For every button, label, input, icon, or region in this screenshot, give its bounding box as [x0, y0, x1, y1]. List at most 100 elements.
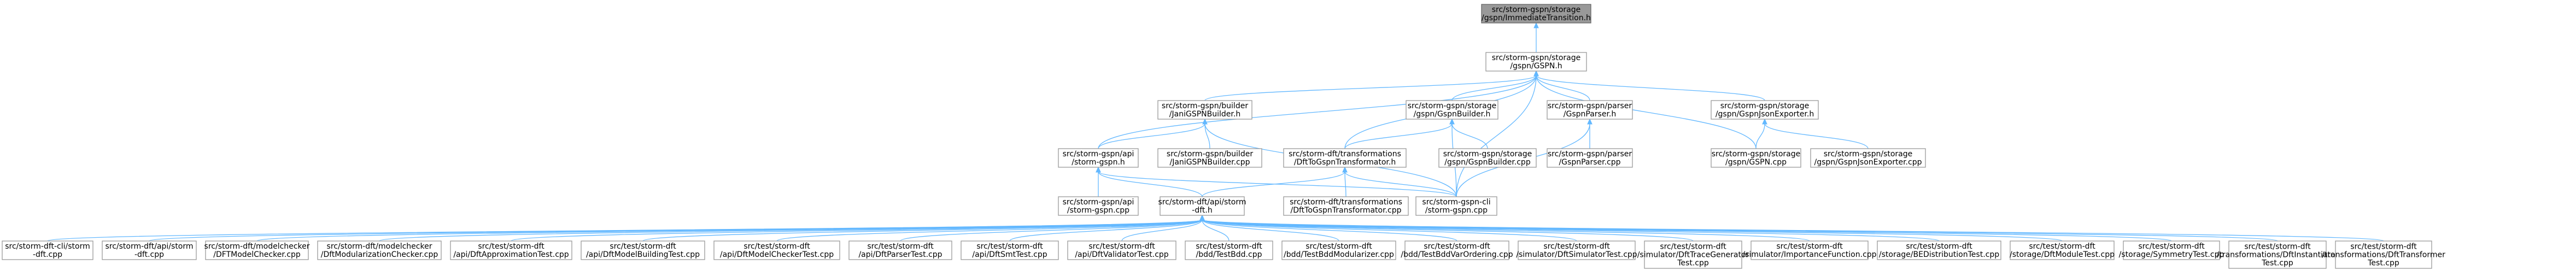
dependency-edge [1536, 75, 1757, 149]
node-box [1547, 100, 1633, 120]
node-label: src/storm-gspn/api [1063, 198, 1134, 207]
node-box [581, 240, 705, 260]
dependency-edge [1764, 123, 1869, 149]
node-label: /storage/BEDistributionTest.cpp [1879, 250, 1999, 259]
node-box [1810, 148, 1926, 168]
node-box [1283, 148, 1407, 168]
node-label: src/storm-gspn/builder [1162, 102, 1248, 110]
graph-node[interactable]: src/storm-gspn/api/storm-gspn.cpp [1058, 196, 1139, 216]
node-label: /storm-gspn.h [1072, 158, 1125, 167]
graph-node[interactable]: src/storm-gspn/storage/gspn/GspnJsonExpo… [1711, 100, 1819, 120]
edge-arrowhead [1533, 22, 1539, 28]
graph-node[interactable]: src/test/storm-dft/simulator/DftSimulato… [1516, 240, 1637, 260]
node-label: /api/DftModelCheckerTest.cpp [720, 250, 834, 259]
graph-node[interactable]: src/storm-dft/transformations/DftToGspnT… [1283, 196, 1409, 216]
dependency-edge [642, 219, 1203, 242]
graph-node[interactable]: src/test/storm-dft/api/DftApproximationT… [450, 240, 572, 260]
node-label: /simulator/ImportanceFunction.cpp [1742, 250, 1876, 259]
graph-node[interactable]: src/test/storm-dft/bdd/TestBddModularize… [1281, 240, 1396, 260]
graph-node[interactable]: src/test/storm-dft/storage/BEDistributio… [1877, 240, 2001, 260]
node-box [1711, 148, 1801, 168]
graph-node[interactable]: src/test/storm-dft/bdd/TestBdd.cpp [1185, 240, 1273, 260]
graph-node[interactable]: src/test/storm-dft/api/DftModelCheckerTe… [713, 240, 840, 260]
node-label: /api/DftModelBuildingTest.cpp [586, 250, 700, 259]
node-label: /gspn/GspnJsonExporter.h [1716, 110, 1814, 119]
node-label: src/storm-dft-cli/storm [5, 242, 90, 251]
node-label: src/test/storm-dft [976, 242, 1043, 251]
graph-node[interactable]: src/storm-gspn/storage/gspn/GspnJsonExpo… [1810, 148, 1926, 168]
graph-node[interactable]: src/storm-gspn/builder/JaniGSPNBuilder.h [1157, 100, 1252, 120]
graph-node[interactable]: src/storm-dft/transformations/DftToGspnT… [1283, 148, 1407, 168]
dependency-edge [1755, 123, 1765, 149]
graph-node[interactable]: src/test/storm-dft/simulator/DftTraceGen… [1637, 240, 1749, 269]
node-box [1481, 4, 1591, 24]
graph-node[interactable]: src/storm-dft/api/storm-dft.h [1158, 196, 1246, 216]
edge-arrowhead [1096, 166, 1101, 173]
node-label: src/test/storm-dft [743, 242, 810, 251]
graph-node[interactable]: src/storm-gspn/api/storm-gspn.h [1058, 148, 1139, 168]
node-label: -dft.h [1192, 206, 1212, 215]
node-box [1547, 148, 1633, 168]
node-box [1185, 240, 1273, 260]
graph-node[interactable]: src/test/storm-dft/api/DftModelBuildingT… [581, 240, 705, 260]
graph-node[interactable]: src/test/storm-dft/transformations/DftTr… [2322, 240, 2445, 269]
graph-node[interactable]: src/test/storm-dft/bdd/TestBddVarOrderin… [1401, 240, 1513, 260]
node-box [961, 240, 1059, 260]
node-label: src/test/storm-dft [1776, 242, 1843, 251]
node-box [1281, 240, 1396, 260]
graph-node[interactable]: src/storm-gspn/parser/GspnParser.h [1547, 100, 1633, 120]
node-label: /simulator/DftTraceGenerator [1637, 251, 1749, 260]
dependency-edge [1204, 75, 1537, 101]
dependency-edge [511, 219, 1203, 242]
dependency-edge [1098, 171, 1203, 197]
graph-node[interactable]: src/storm-gspn/storage/gspn/GSPN.cpp [1711, 148, 1801, 168]
node-label: /api/DftSmtTest.cpp [972, 250, 1047, 259]
node-label: src/storm-gspn/storage [1824, 150, 1913, 158]
graph-node[interactable]: src/test/storm-dft/storage/DftModuleTest… [2010, 240, 2115, 260]
graph-node[interactable]: src/storm-dft/api/storm-dft.cpp [102, 240, 197, 260]
graph-node[interactable]: src/storm-dft/modelchecker/DftModulariza… [317, 240, 442, 260]
graph-node[interactable]: src/storm-gspn-cli/storm-gspn.cpp [1415, 196, 1497, 216]
node-label: /DFTModelChecker.cpp [213, 250, 301, 259]
graph-node[interactable]: src/storm-gspn/storage/gspn/GspnBuilder.… [1438, 148, 1537, 168]
node-label: /storage/DftModuleTest.cpp [2010, 250, 2115, 259]
dependency-edge [1202, 219, 1230, 242]
graph-node[interactable]: src/test/storm-dft/simulator/ImportanceF… [1742, 240, 1877, 260]
node-box [1644, 240, 1742, 269]
node-label: src/test/storm-dft [2350, 243, 2417, 251]
graph-node[interactable]: src/test/storm-dft/api/DftSmtTest.cpp [961, 240, 1059, 260]
node-label: src/storm-gspn/storage [1492, 54, 1581, 62]
graph-node[interactable]: src/storm-gspn/parser/GspnParser.cpp [1547, 148, 1633, 168]
edge-arrowhead [1762, 118, 1767, 125]
graph-node[interactable]: src/test/storm-dft/storage/SymmetryTest.… [2119, 240, 2224, 260]
dependency-edge [1344, 171, 1346, 197]
graph-node[interactable]: src/storm-dft/modelchecker/DFTModelCheck… [204, 240, 310, 260]
graph-node[interactable]: src/storm-gspn/builder/JaniGSPNBuilder.c… [1157, 148, 1262, 168]
node-label: /DftModularizationChecker.cpp [321, 250, 438, 259]
node-label: /storage/SymmetryTest.cpp [2119, 250, 2224, 259]
graph-node[interactable]: src/test/storm-dft/api/DftValidatorTest.… [1067, 240, 1176, 260]
graph-node[interactable]: src/storm-gspn/storage/gspn/GspnBuilder.… [1406, 100, 1498, 120]
node-label: /DftToGspnTransformator.cpp [1291, 206, 1402, 215]
node-label: /transformations/DftTransformer [2322, 251, 2445, 260]
graph-node[interactable]: src/storm-dft-cli/storm-dft.cpp [2, 240, 93, 260]
node-box [1157, 148, 1262, 168]
node-label: src/storm-gspn-cli [1422, 198, 1490, 207]
graph-node[interactable]: src/test/storm-dft/api/DftParserTest.cpp [848, 240, 952, 260]
node-label: Test.cpp [2367, 259, 2399, 268]
dependency-edge [1202, 219, 1810, 242]
graph-node[interactable]: src/test/storm-dft/transformations/DftIn… [2217, 240, 2339, 269]
node-box [1438, 148, 1537, 168]
graph-node[interactable]: src/storm-gspn/storage/gspn/GSPN.h [1485, 52, 1587, 72]
node-label: /storm-gspn.cpp [1425, 206, 1488, 215]
node-label: /gspn/ImmediateTransition.h [1482, 14, 1591, 22]
node-label: src/storm-dft/transformations [1290, 198, 1402, 207]
node-label: /DftToGspnTransformator.h [1294, 158, 1396, 167]
graph-nodes: src/storm-gspn/storage/gspn/ImmediateTra… [2, 4, 2445, 269]
node-label: src/test/storm-dft [1088, 242, 1155, 251]
dependency-edge [1202, 219, 2384, 242]
node-label: /api/DftParserTest.cpp [858, 250, 942, 259]
node-box [1415, 196, 1497, 216]
node-label: src/test/storm-dft [1543, 242, 1610, 251]
